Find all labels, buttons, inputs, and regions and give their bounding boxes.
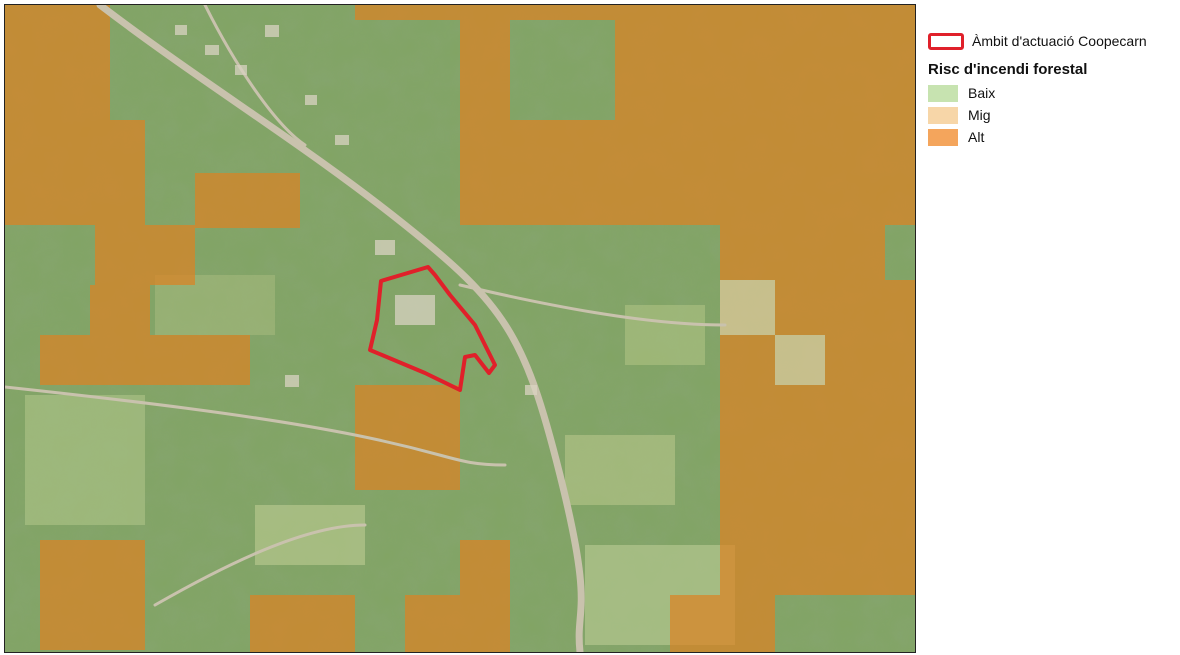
- map-frame[interactable]: [4, 4, 916, 653]
- buildings: [175, 25, 537, 395]
- legend-class-label: Alt: [968, 129, 985, 145]
- legend-title: Risc d'incendi forestal: [928, 60, 1088, 78]
- legend-class-row: Alt: [928, 126, 1176, 148]
- boundary-swatch: [928, 32, 964, 50]
- high-risk-swatch: [928, 128, 958, 146]
- low-risk-swatch: [928, 84, 958, 102]
- legend-class-label: Baix: [968, 85, 996, 101]
- mid-risk-swatch: [928, 106, 958, 124]
- legend-boundary-row: Àmbit d'actuació Coopecarn: [928, 30, 1176, 52]
- coopecarn-boundary: [368, 265, 497, 392]
- roads: [5, 5, 727, 652]
- fire-risk-map: [5, 5, 915, 652]
- legend-class-row: Baix: [928, 82, 1176, 104]
- legend-class-row: Mig: [928, 104, 1176, 126]
- map-legend: Àmbit d'actuació Coopecarn Risc d'incend…: [928, 30, 1176, 148]
- legend-boundary-label: Àmbit d'actuació Coopecarn: [972, 33, 1147, 49]
- risk-high-cells: [5, 5, 915, 652]
- risk-low-overlay: [5, 5, 915, 652]
- legend-class-label: Mig: [968, 107, 991, 123]
- risk-mid-cells: [720, 280, 825, 385]
